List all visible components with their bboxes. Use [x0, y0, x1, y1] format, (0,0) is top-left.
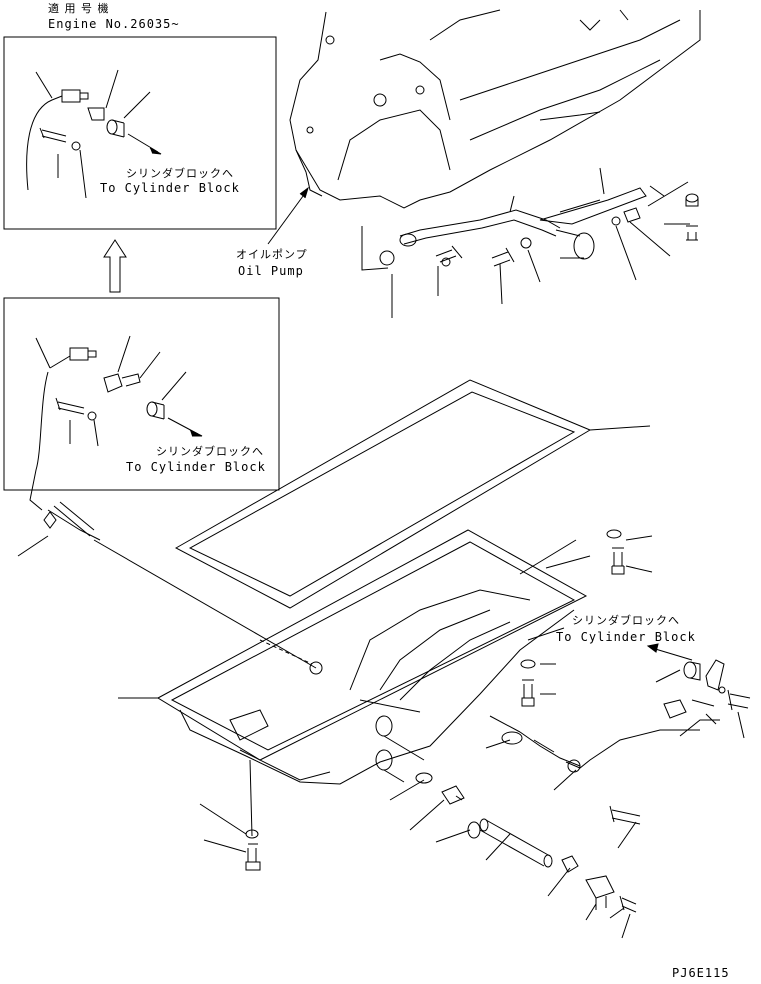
inset-box-bottom: [4, 298, 279, 510]
oil-pump-arrow: [268, 192, 306, 244]
oil-pan-gasket: [176, 380, 650, 608]
inset-top-destination-en: To Cylinder Block: [100, 181, 240, 195]
inset-bottom-destination-jp: シリンダブロックへ: [156, 445, 264, 458]
applicability-engine-label: Engine No.26035~: [48, 17, 180, 31]
pan-bolts-right: [521, 530, 652, 706]
lower-parts: [200, 716, 700, 938]
oil-pump-label-jp: オイルポンプ: [236, 248, 308, 261]
drawing-code: PJ6E115: [672, 966, 730, 980]
up-arrow: [104, 240, 126, 292]
inset-box-top: [4, 37, 276, 229]
oil-pump-label-en: Oil Pump: [238, 264, 304, 278]
oil-level-sensor: [18, 502, 316, 668]
engine-block: [290, 10, 700, 208]
strainer-tube: [362, 168, 698, 318]
main-destination-en: To Cylinder Block: [556, 630, 696, 644]
main-arrow: [652, 648, 692, 660]
applicability-jp-label: 適 用 号 機: [48, 2, 110, 15]
main-destination-jp: シリンダブロックへ: [572, 614, 680, 627]
oil-pan: [118, 530, 590, 784]
inset-top-destination-jp: シリンダブロックへ: [126, 167, 234, 180]
sensor-assembly-right: [656, 660, 750, 738]
inset-bottom-destination-en: To Cylinder Block: [126, 460, 266, 474]
